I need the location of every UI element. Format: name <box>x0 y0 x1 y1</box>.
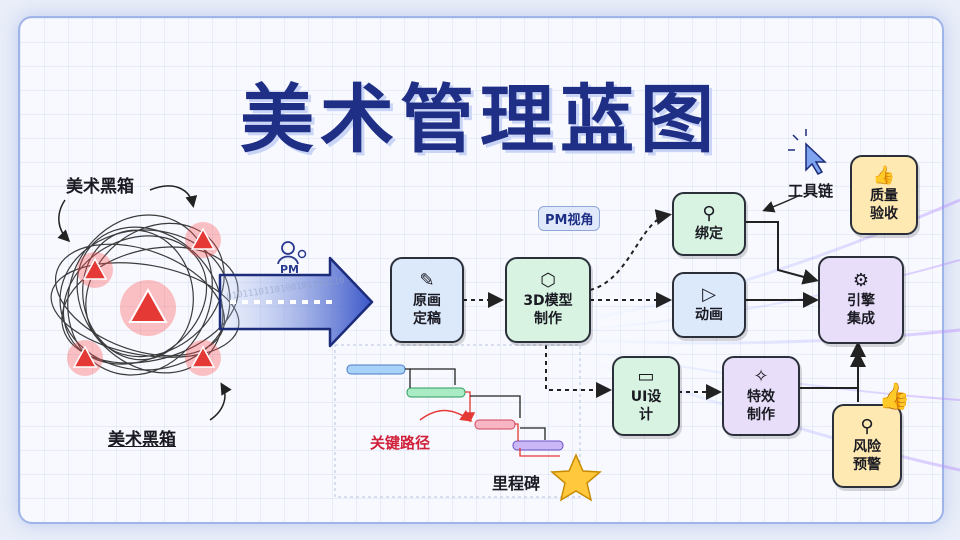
page-title: 美术管理蓝图 <box>240 77 720 163</box>
ui-line1: UI设 <box>630 389 662 405</box>
critical-path-label: 关键路径 <box>370 434 431 452</box>
model3d-line2: 制作 <box>534 311 562 327</box>
concept-art-node: ✎ 原画 定稿 <box>390 257 464 343</box>
engine-integration-node: ⚙ 引擎 集成 <box>818 256 904 344</box>
quality-line1: 质量 <box>870 188 898 204</box>
risk-line2: 预警 <box>853 457 881 473</box>
quality-line2: 验收 <box>870 206 898 222</box>
animation-line1: 动画 <box>695 307 723 323</box>
bone-icon: ⚲ <box>702 203 716 224</box>
engine-line2: 集成 <box>847 311 875 327</box>
concept-line2: 定稿 <box>413 311 441 327</box>
window-icon: ▭ <box>637 366 655 387</box>
risk-line1: 风险 <box>853 439 881 455</box>
cube-icon: ⬡ <box>540 270 556 291</box>
star-icon <box>550 453 602 502</box>
ui-design-node: ▭ UI设 计 <box>612 356 680 436</box>
vfx-node: ✧ 特效 制作 <box>722 356 800 436</box>
vfx-line2: 制作 <box>747 407 775 423</box>
pm-icon-label: PM <box>280 263 300 276</box>
play-icon: ▷ <box>702 284 716 305</box>
pm-view-tag: PM视角 <box>538 206 601 231</box>
blackbox-label-bottom: 美术黑箱 <box>108 430 176 450</box>
risk-warning-node: ⚲ 风险 预警 <box>832 404 902 488</box>
thumbs-up-icon: 👍 <box>878 382 911 412</box>
animation-node: ▷ 动画 <box>672 272 746 338</box>
model3d-line1: 3D模型 <box>523 293 573 309</box>
model-3d-node: ⬡ 3D模型 制作 <box>505 257 591 343</box>
gantt-chart <box>334 344 581 498</box>
magic-wand-icon: ✧ <box>753 366 769 387</box>
warning-icons <box>67 222 221 376</box>
blackbox-label-top: 美术黑箱 <box>66 177 134 197</box>
toolchain-label: 工具链 <box>788 182 834 200</box>
concept-line1: 原画 <box>413 293 441 309</box>
pencil-icon: ✎ <box>419 270 435 291</box>
quality-check-node: 👍 质量 验收 <box>850 155 918 235</box>
vfx-line1: 特效 <box>747 389 775 405</box>
rigging-line1: 绑定 <box>695 226 723 242</box>
milestone-label: 里程碑 <box>492 474 541 493</box>
ui-line2: 计 <box>639 407 653 423</box>
thumbs-up-icon: 👍 <box>872 165 896 186</box>
cursor-icon <box>805 142 827 175</box>
canvas-frame <box>18 16 944 524</box>
gear-icon: ⚙ <box>852 270 870 291</box>
rigging-node: ⚲ 绑定 <box>672 192 746 256</box>
magnifier-icon: ⚲ <box>860 416 874 437</box>
engine-line1: 引擎 <box>847 293 875 309</box>
